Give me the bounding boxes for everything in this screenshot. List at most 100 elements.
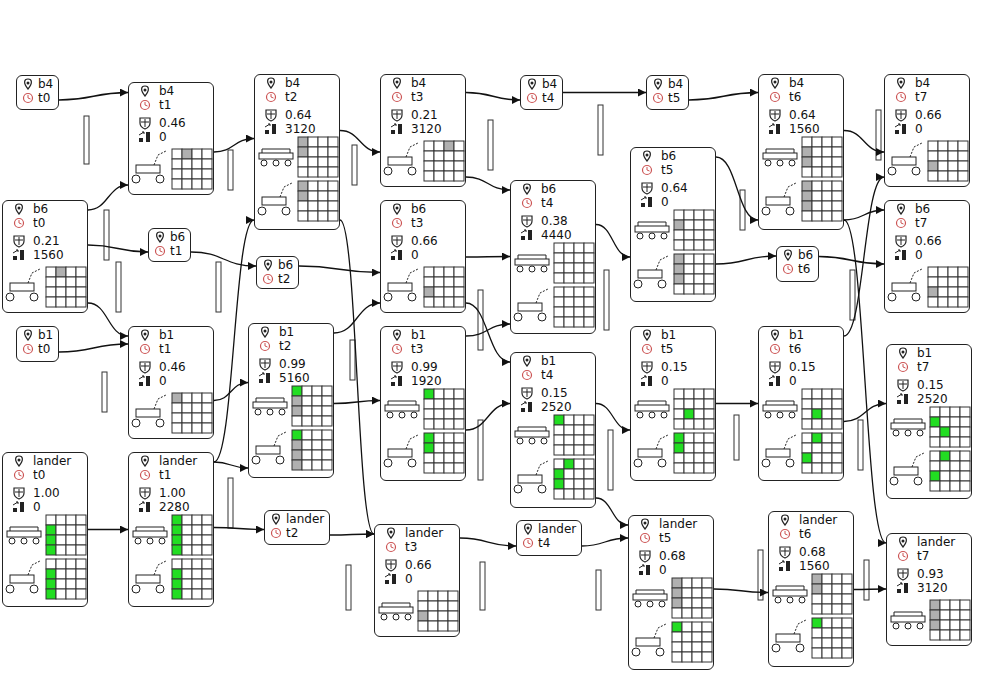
- clock-icon: [15, 471, 24, 480]
- clock-icon: [771, 345, 780, 354]
- grid-cell: [822, 157, 832, 167]
- time-step: t5: [661, 163, 673, 177]
- time-step: t2: [278, 272, 290, 286]
- grid-cell: [298, 147, 308, 157]
- grid-cell: [302, 440, 312, 450]
- shield-shape: [266, 110, 276, 121]
- node-icons: [885, 201, 975, 314]
- grid-cell: [434, 433, 444, 443]
- pin-dot: [144, 459, 147, 462]
- grid-cell: [584, 415, 594, 425]
- grid-cell: [46, 297, 56, 307]
- time-step: t3: [411, 90, 423, 104]
- grid-cell: [672, 622, 682, 632]
- grid-cell: [202, 413, 212, 423]
- rover-wheel: [135, 538, 141, 544]
- grid-cell: [802, 211, 812, 221]
- grid-cell: [428, 591, 438, 601]
- energy-arrow: [391, 376, 396, 379]
- clock-hands: [145, 346, 148, 350]
- grid-cell: [424, 443, 434, 453]
- pin-dot: [27, 333, 30, 336]
- pin-dot: [396, 81, 399, 84]
- grid-cell: [822, 594, 832, 604]
- grid-cell: [66, 525, 76, 535]
- grid-cell: [802, 201, 812, 211]
- shield-line: [15, 489, 23, 497]
- shield-icon: [386, 560, 396, 571]
- shield-icon: [780, 547, 790, 558]
- rover-body: [388, 283, 412, 291]
- rover-arm: [536, 289, 548, 303]
- probability-value: 0.68: [659, 549, 686, 563]
- grid-cell: [192, 179, 202, 189]
- energy-value: 4440: [541, 228, 572, 242]
- rover-arm-icon: [384, 143, 418, 175]
- shield-line: [897, 237, 905, 245]
- energy-bar: [146, 376, 150, 386]
- energy-icon: [391, 124, 402, 134]
- grid-cell: [674, 389, 684, 399]
- shield-shape: [770, 362, 780, 373]
- grid-cell: [564, 425, 574, 435]
- rover-body: [766, 197, 790, 205]
- state-box: b6t40.384440: [510, 180, 596, 334]
- pin-shape: [529, 79, 536, 89]
- pin-dot: [784, 518, 787, 521]
- grid-cell: [328, 181, 338, 191]
- grid-cell: [694, 230, 704, 240]
- grid-cell: [66, 579, 76, 589]
- energy-arrow: [895, 124, 900, 127]
- grid-cell: [202, 569, 212, 579]
- rover-arm: [654, 624, 666, 638]
- rover-body: [136, 575, 160, 583]
- grid-cell: [172, 413, 182, 423]
- grid-cell: [938, 141, 948, 151]
- rover-arm: [406, 435, 418, 449]
- shield-line: [393, 363, 401, 371]
- energy-step: [779, 567, 783, 571]
- rover-arm: [794, 620, 806, 634]
- energy-step: [897, 400, 901, 404]
- transition-arrow: [819, 257, 884, 265]
- energy-arrow: [521, 230, 526, 233]
- grid-cell: [554, 445, 564, 455]
- energy-step: [391, 130, 395, 134]
- shield-icon: [140, 488, 150, 499]
- grid-cell: [202, 159, 212, 169]
- grid-cell: [930, 630, 940, 640]
- rover-icon: [891, 612, 925, 629]
- map-grid: [424, 141, 464, 181]
- shield-shape: [392, 362, 402, 373]
- map-grid: [812, 574, 852, 614]
- rover-wheel: [6, 293, 14, 301]
- clock-icon: [654, 94, 663, 103]
- rover-wheel: [156, 419, 164, 427]
- rover-wheel: [384, 167, 392, 175]
- rover-arm-icon: [634, 435, 668, 467]
- grid-cell: [812, 463, 822, 473]
- shield-line: [141, 489, 149, 497]
- grid-cell: [434, 277, 444, 287]
- map-grid: [930, 407, 970, 447]
- bar: [734, 415, 739, 460]
- probability-value: 0.64: [661, 181, 688, 195]
- grid-cell: [192, 149, 202, 159]
- grid-cell: [832, 389, 842, 399]
- grid-cell: [704, 274, 714, 284]
- grid-cell: [454, 399, 464, 409]
- node-icons: [129, 83, 219, 196]
- grid-cell: [674, 264, 684, 274]
- transition-arrow: [716, 403, 758, 404]
- grid-cell: [960, 610, 970, 620]
- clock-face: [771, 93, 780, 102]
- grid-cell: [434, 161, 444, 171]
- place-name: b6: [661, 149, 676, 163]
- grid-cell: [694, 210, 704, 220]
- grid-cell: [418, 611, 428, 621]
- grid-cell: [434, 443, 444, 453]
- grid-cell: [302, 430, 312, 440]
- probability-value: 0.93: [917, 567, 944, 581]
- clock-hands: [785, 531, 788, 535]
- grid-cell: [454, 433, 464, 443]
